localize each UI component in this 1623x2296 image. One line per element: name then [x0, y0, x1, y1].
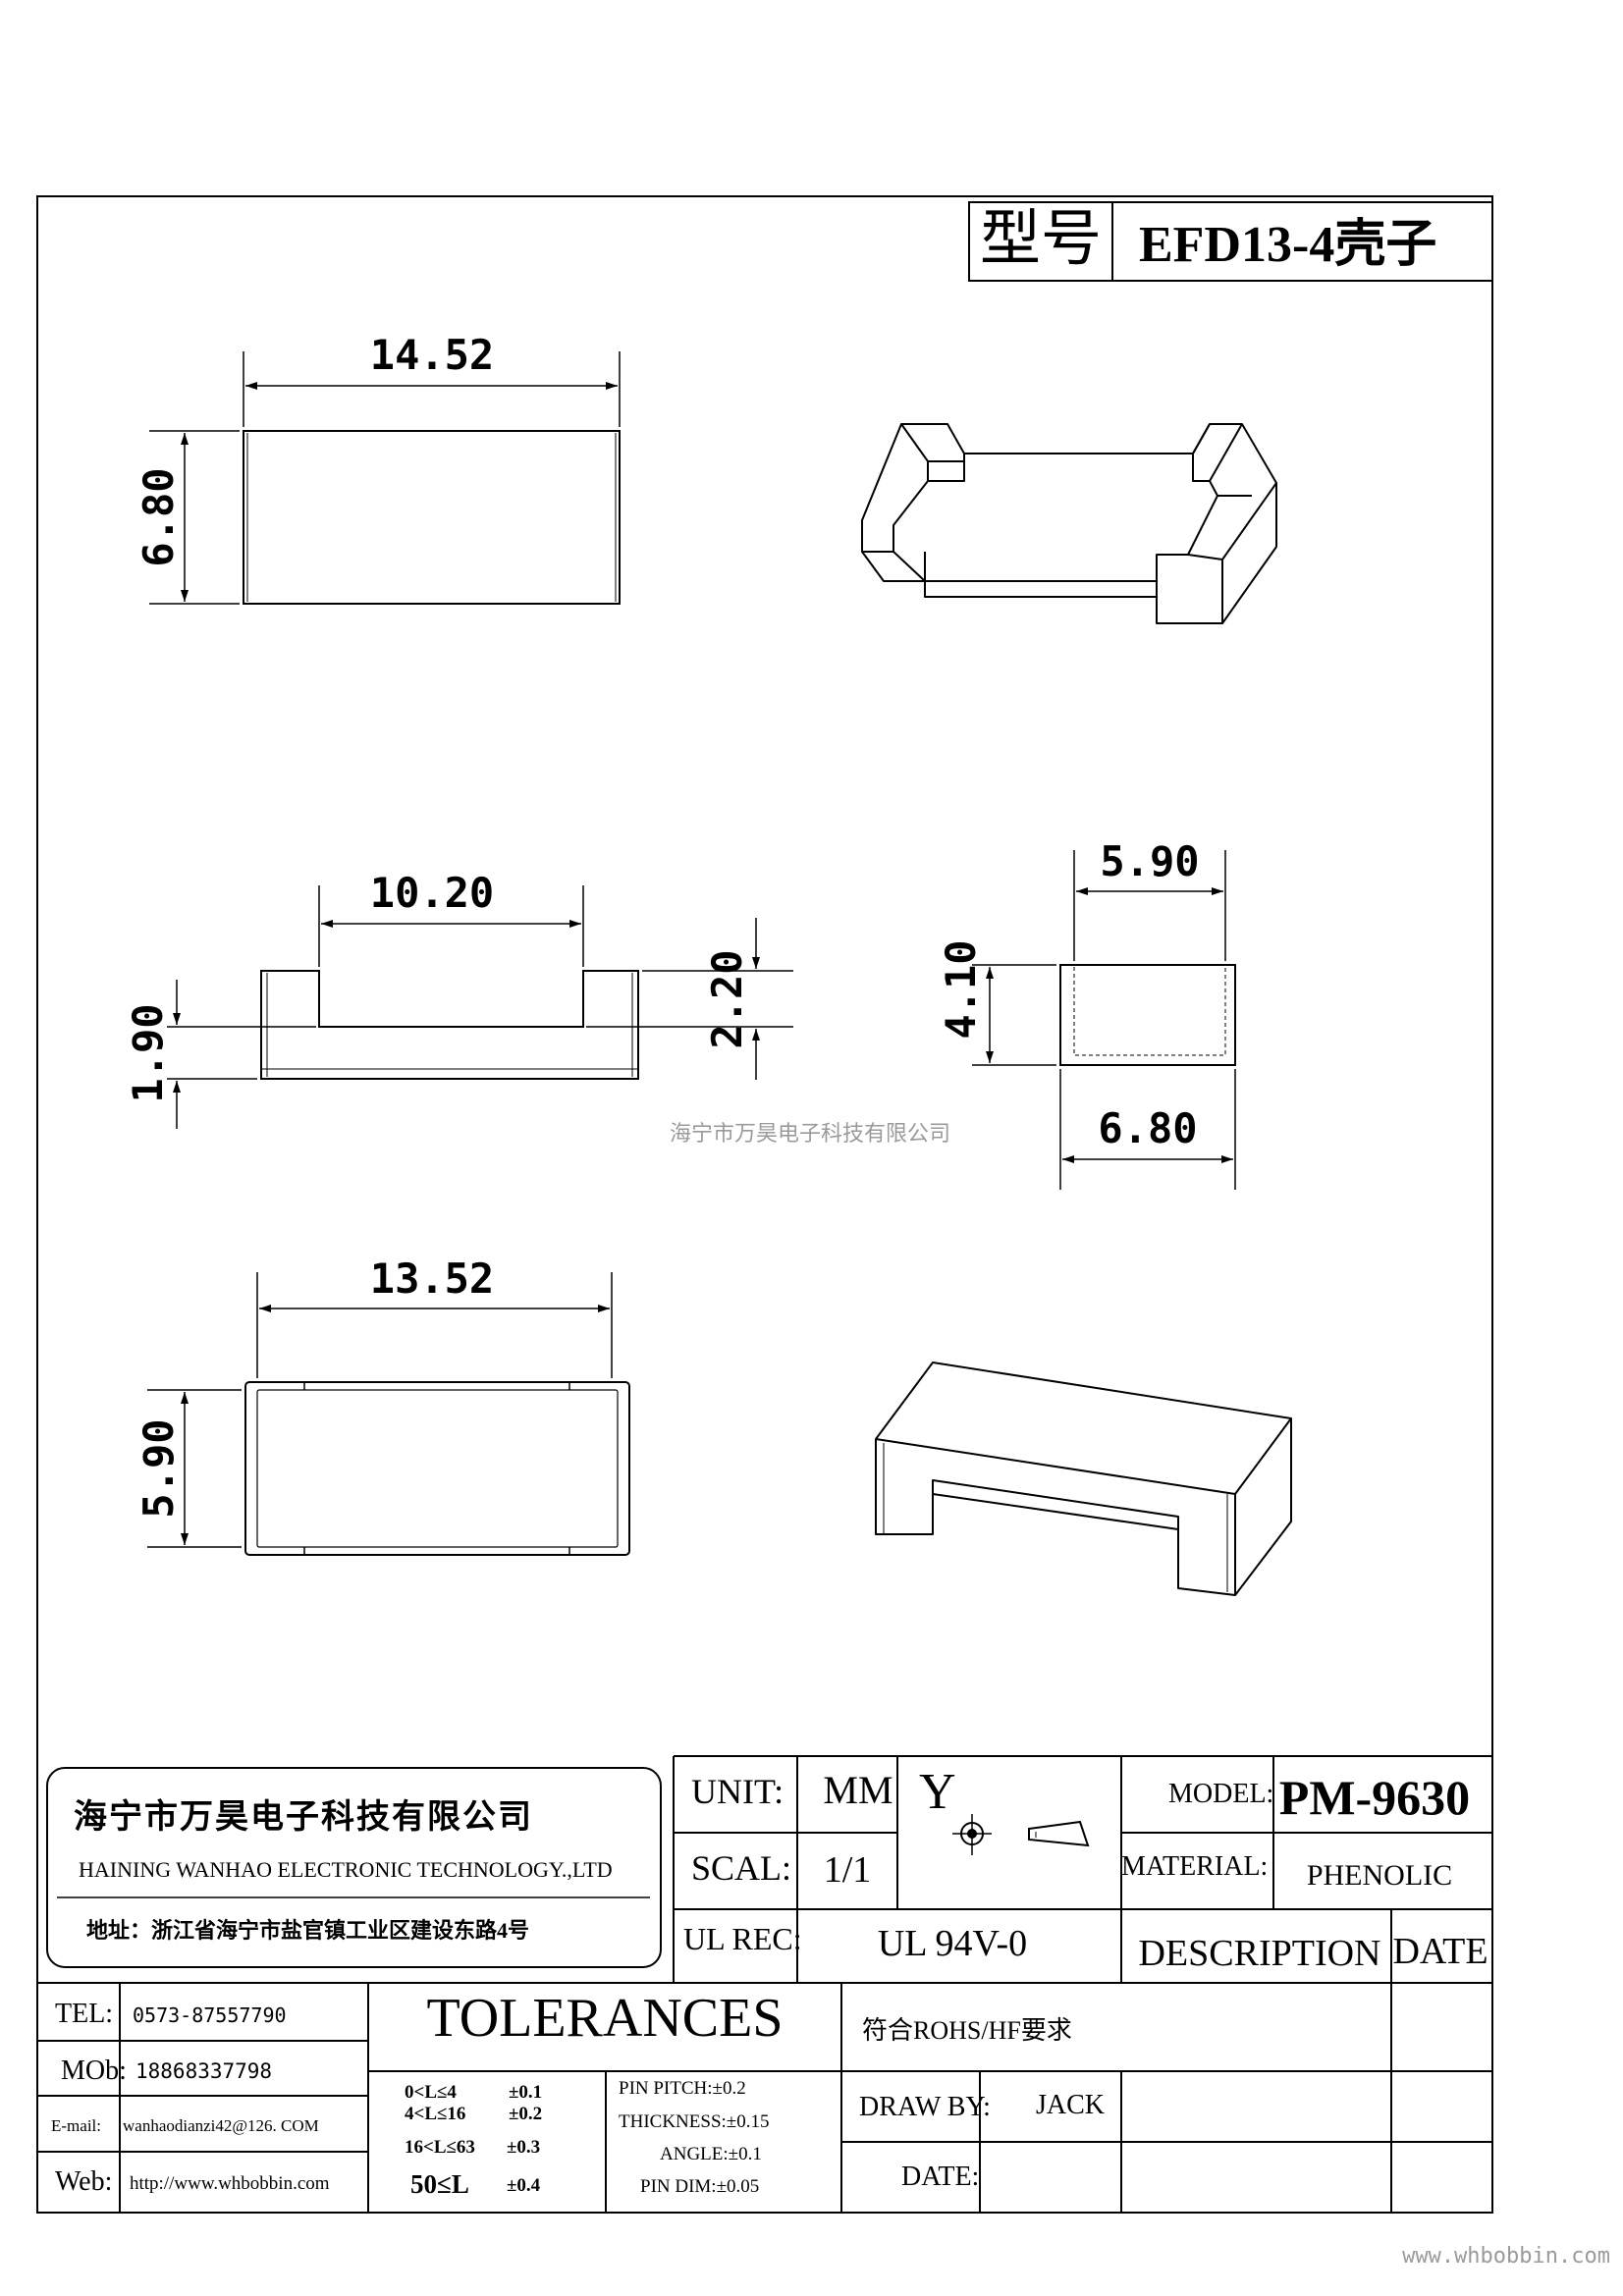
thickness: THICKNESS:±0.15 [619, 2111, 769, 2132]
date-label: DATE [1392, 1931, 1488, 1972]
front-view [167, 885, 793, 1129]
mob-label: MOb: [61, 2056, 127, 2086]
drawing-frame [36, 195, 1493, 2214]
email-label: E-mail: [51, 2116, 101, 2135]
company-name-cn: 海宁市万昊电子科技有限公司 [74, 1797, 533, 1836]
dim-front-inner: 10.20 [370, 869, 494, 917]
dim-front-side: 1.90 [124, 1003, 172, 1102]
pin-dim: PIN DIM:±0.05 [640, 2176, 759, 2197]
tol-value: ±0.4 [507, 2175, 541, 2196]
company-address: 地址：浙江省海宁市盐官镇工业区建设东路4号 [86, 1918, 529, 1943]
tol-value: ±0.2 [509, 2104, 542, 2124]
tolerances-title: TOLERANCES [427, 1988, 784, 2049]
email-value: wanhaodianzi42@126. COM [123, 2116, 319, 2135]
iso-view-open [861, 423, 1277, 624]
tol-value: ±0.1 [509, 2082, 542, 2103]
dim-top-height: 6.80 [135, 467, 183, 566]
part-name: EFD13-4壳子 [1139, 216, 1436, 273]
pin-pitch: PIN PITCH:±0.2 [619, 2078, 746, 2099]
description-label: DESCRIPTION [1138, 1933, 1380, 1974]
iso-view-closed [875, 1362, 1292, 1596]
web-label: Web: [55, 2166, 112, 2197]
title-box: 型号 EFD13-4壳子 [968, 201, 1493, 282]
tol-value: ±0.3 [507, 2137, 540, 2158]
tel-label: TEL: [55, 1999, 113, 2029]
unit-label: UNIT: [691, 1772, 784, 1811]
dim-side-width: 5.90 [1100, 837, 1199, 885]
watermark-text: 海宁市万昊电子科技有限公司 [670, 1122, 950, 1147]
dim-top-width: 14.52 [370, 331, 494, 379]
unit-value: MM [823, 1768, 893, 1812]
date2-label: DATE: [901, 2162, 979, 2192]
dim-front-step: 2.20 [703, 949, 751, 1048]
dim-bottom-height: 5.90 [135, 1418, 183, 1518]
tel-value: 0573-87557790 [133, 2003, 287, 2027]
draw-by-label: DRAW BY: [859, 2092, 991, 2122]
scale-value: 1/1 [824, 1849, 872, 1891]
title-block [37, 1755, 1492, 2213]
dim-side-outer: 6.80 [1098, 1104, 1197, 1152]
tol-range: 0<L≤4 [405, 2082, 457, 2103]
tolerance-table: 0<L≤4 ±0.1 4<L≤16 ±0.2 16<L≤63 ±0.3 50≤L… [405, 2082, 542, 2199]
material-value: PHENOLIC [1307, 1859, 1452, 1892]
ul-value: UL 94V-0 [878, 1923, 1027, 1964]
ul-label: UL REC: [683, 1921, 802, 1956]
material-label: MATERIAL: [1121, 1851, 1268, 1882]
tol-range: 16<L≤63 [405, 2137, 475, 2158]
company-name-en: HAINING WANHAO ELECTRONIC TECHNOLOGY.,LT… [79, 1857, 613, 1882]
top-view [149, 351, 621, 605]
dim-bottom-width: 13.52 [370, 1255, 494, 1303]
bottom-view [147, 1272, 630, 1556]
tol-range: 4<L≤16 [405, 2104, 465, 2124]
tol-range: 50≤L [410, 2169, 469, 2199]
web-value: http://www.whbobbin.com [130, 2173, 330, 2194]
mob-value: 18868337798 [135, 2059, 272, 2083]
projection-symbol-icon [952, 1814, 1090, 1855]
scale-label: SCAL: [691, 1848, 791, 1888]
dim-side-height: 4.10 [937, 939, 985, 1039]
model-label: MODEL: [1168, 1779, 1273, 1809]
footer-url: www.whbobbin.com [1402, 2244, 1610, 2269]
rohs-note: 符合ROHS/HF要求 [862, 2016, 1072, 2045]
draw-by-value: JACK [1036, 2090, 1105, 2120]
y-mark: Y [919, 1764, 956, 1820]
side-view [972, 850, 1236, 1190]
angle: ANGLE:±0.1 [660, 2144, 762, 2164]
model-value: PM-9630 [1279, 1770, 1470, 1825]
title-label: 型号 [980, 206, 1102, 273]
